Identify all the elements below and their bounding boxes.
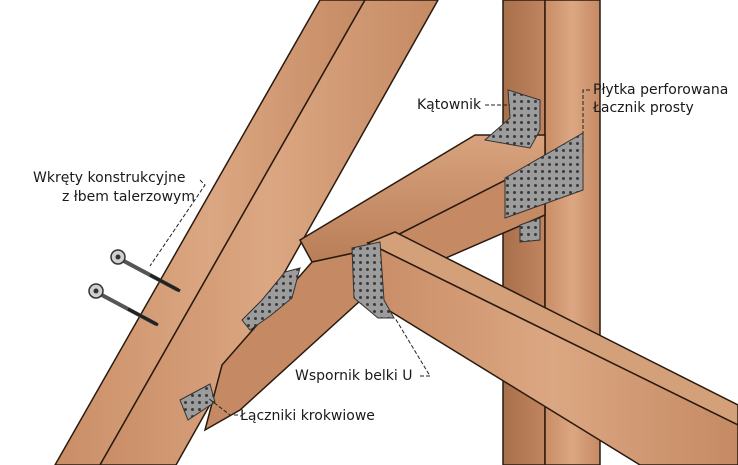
tie-beam-front [203, 158, 546, 432]
label-rafter-connectors: Łączniki krokwiowe [240, 408, 375, 424]
screw-lower [88, 283, 159, 327]
rafter-connector-lower [179, 383, 216, 421]
rafter-connector-upper [241, 267, 301, 331]
label-u-joist-hanger: Wspornik belki U [295, 368, 413, 384]
leader-screws [149, 179, 206, 267]
leader-hanger [394, 317, 431, 377]
screw-upper [110, 249, 181, 293]
leader-plate [582, 89, 590, 155]
perforated-plate [504, 132, 584, 219]
angle-bracket [483, 89, 541, 149]
leader-rafter-connectors [207, 397, 238, 416]
label-angle-bracket: Kątownik [417, 97, 482, 113]
label-screws-line2: z łbem talerzowym [62, 189, 195, 205]
rafter-outer [54, 0, 366, 465]
label-perforated-plate: Płytka perforowana [593, 82, 729, 98]
label-screws-line1: Wkręty konstrukcyjne [33, 170, 186, 186]
label-straight-connector: Łacznik prosty [593, 100, 694, 116]
rafter-inner [99, 0, 439, 465]
u-joist-hanger [351, 241, 395, 319]
lower-bracket [519, 217, 541, 243]
